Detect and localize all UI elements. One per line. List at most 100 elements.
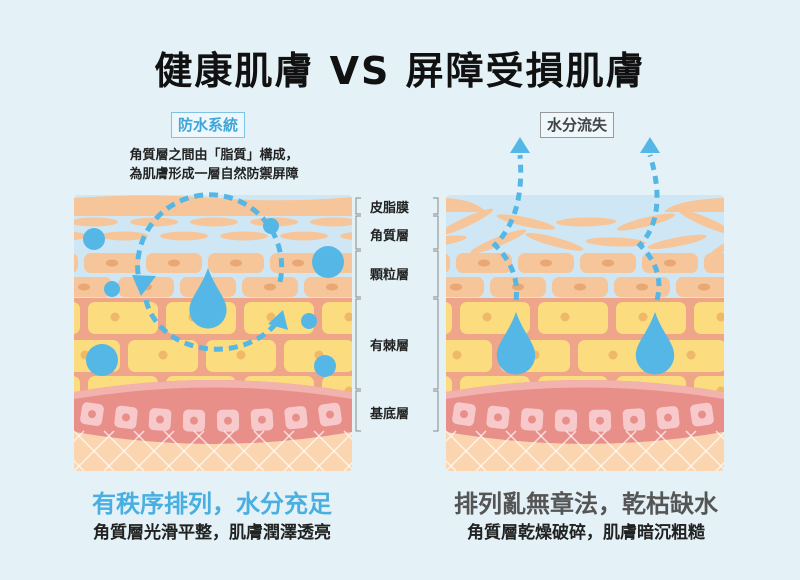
spinous-cell xyxy=(694,302,724,334)
dermis-fiber xyxy=(0,431,24,471)
dermis-fiber xyxy=(163,430,205,471)
sebum-fragment xyxy=(664,198,724,212)
corneum-cell xyxy=(310,217,352,227)
page-title: 健康肌膚 VS 屏障受損肌膚 xyxy=(154,49,646,93)
dermis-fiber xyxy=(74,430,115,471)
spinous-cell xyxy=(74,302,80,334)
cell-nucleus xyxy=(33,387,42,396)
water-molecule xyxy=(314,355,336,377)
layer-label-granular: 顆粒層 xyxy=(370,268,410,283)
dermis-fiber xyxy=(133,430,175,471)
corneum-cell xyxy=(470,229,527,254)
dermis-fiber xyxy=(446,430,487,471)
corneum-cell xyxy=(130,217,178,227)
corneum-cell xyxy=(764,231,800,253)
dermis-fiber xyxy=(505,430,547,471)
cell-nucleus xyxy=(236,350,246,360)
cell-nucleus xyxy=(460,410,468,419)
cell-nucleus xyxy=(698,410,706,419)
corneum-cell xyxy=(100,231,148,241)
cell-nucleus xyxy=(388,284,400,291)
basal-membrane xyxy=(446,380,724,399)
layer-label-spinous: 有棘層 xyxy=(370,339,410,354)
cell-nucleus xyxy=(190,416,198,425)
barrier-description: 角質層之間由「脂質」構成， 為肌膚形成一層自然防禦屏障 xyxy=(74,146,354,184)
granular-cell xyxy=(704,253,724,273)
corneum-cell xyxy=(10,218,58,227)
cell-nucleus xyxy=(230,259,242,267)
spinous-cell xyxy=(616,302,686,334)
cell-nucleus xyxy=(494,413,502,422)
cell-nucleus xyxy=(78,283,90,291)
sebum-layer xyxy=(74,195,352,216)
layer-brackets xyxy=(355,197,439,432)
water-molecule xyxy=(312,246,344,278)
corneum-cell xyxy=(280,231,328,241)
dermis-fiber xyxy=(655,430,697,471)
cell-nucleus xyxy=(528,415,536,424)
cell-nucleus xyxy=(44,260,56,267)
cell-nucleus xyxy=(122,413,130,422)
dermis-fiber xyxy=(715,430,724,471)
dermis-fiber xyxy=(193,430,235,471)
granular-cell xyxy=(766,253,800,273)
spinous-cell xyxy=(88,302,158,334)
description-line: 為肌膚形成一層自然防禦屏障 xyxy=(129,167,299,182)
dermis-fiber xyxy=(404,431,444,471)
corneum-cell xyxy=(446,235,467,249)
cell-nucleus xyxy=(326,410,334,419)
cell-nucleus xyxy=(16,284,28,291)
dermis-fiber xyxy=(374,431,414,471)
healthy-heading: 有秩序排列，水分充足 xyxy=(92,490,332,518)
up-arrowhead-icon xyxy=(640,137,660,153)
dermis-fiber xyxy=(446,430,457,471)
dermis-fiber xyxy=(746,431,786,471)
cell-nucleus xyxy=(716,312,724,322)
arrowhead-icon xyxy=(268,310,288,330)
circulation-arrow-bottom xyxy=(143,299,283,352)
cell-nucleus xyxy=(326,283,338,291)
cell-nucleus xyxy=(795,313,800,322)
dermis-fiber xyxy=(74,430,85,471)
dermis-fiber xyxy=(223,430,265,471)
granular-cell xyxy=(332,253,352,273)
cell-nucleus xyxy=(608,350,618,360)
cell-nucleus xyxy=(478,259,490,267)
granular-cell xyxy=(74,253,78,273)
dermis-fiber xyxy=(0,431,24,471)
water-droplet-icon xyxy=(496,312,536,375)
dermis-fiber xyxy=(475,430,517,471)
corneum-cell xyxy=(647,234,707,250)
cell-nucleus xyxy=(158,350,168,360)
cell-nucleus xyxy=(765,351,774,360)
healthy-water-overlay xyxy=(83,192,344,377)
dermis-fiber xyxy=(343,430,352,471)
granular-cell xyxy=(738,277,794,297)
cell-nucleus xyxy=(224,416,232,425)
water-loss-arrow xyxy=(636,154,662,301)
water-droplet-icon xyxy=(189,268,227,329)
dermis-fiber xyxy=(356,431,396,471)
corneum-cell xyxy=(74,231,88,241)
cell-nucleus xyxy=(292,413,300,422)
dermis-fiber xyxy=(535,430,577,471)
description-line: 角質層之間由「脂質」構成， xyxy=(129,148,299,163)
cell-nucleus xyxy=(110,312,120,322)
cell-nucleus xyxy=(630,415,638,424)
basal-membrane xyxy=(74,380,352,399)
layer-bracket xyxy=(355,390,361,432)
dermis-fiber xyxy=(404,431,444,471)
layer-label-basal: 基底層 xyxy=(370,407,410,422)
cell-nucleus xyxy=(698,283,710,291)
cell-nucleus xyxy=(560,312,570,322)
cell-nucleus xyxy=(596,416,604,425)
layer-label-corneum: 角質層 xyxy=(370,229,410,244)
corneum-cell xyxy=(556,217,616,227)
corneum-cell xyxy=(736,212,797,231)
cell-nucleus xyxy=(423,313,432,322)
arrowhead-icon xyxy=(132,275,156,296)
layer-bracket xyxy=(433,390,439,432)
dermis-fiber xyxy=(253,430,295,471)
dermis-fiber xyxy=(103,430,145,471)
cell-nucleus xyxy=(540,259,552,267)
